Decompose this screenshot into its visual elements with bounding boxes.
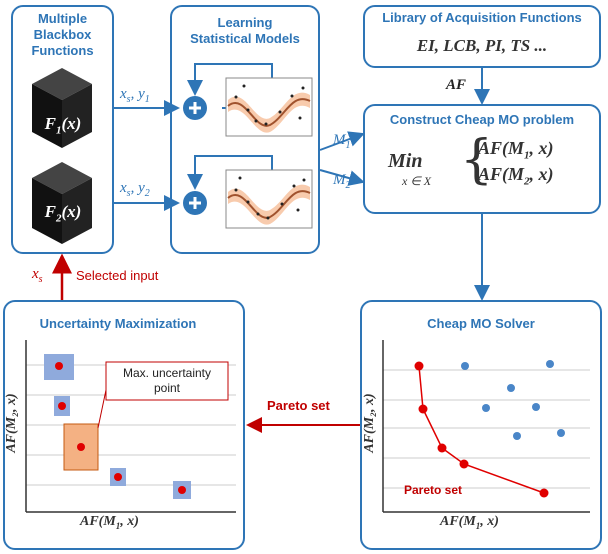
solver-xlabel: AF(M1, x): [440, 514, 499, 531]
uncertainty-plot: [25, 340, 236, 513]
gp-plot-1: [225, 77, 313, 137]
m2-label: M2: [333, 172, 351, 191]
cube-f1-icon: [32, 68, 92, 148]
gp-plot-2: [225, 169, 313, 229]
acquisition-library-panel: [363, 5, 601, 68]
objective-1: AF(M1, x): [478, 138, 554, 162]
xs-left-label: xs: [32, 266, 43, 285]
selected-input-label: Selected input: [76, 268, 159, 283]
af-label: AF: [446, 77, 467, 93]
solver-ylabel: AF(M₂, x): [362, 393, 377, 453]
brace-icon: {: [460, 130, 494, 190]
f1-label: F1(x): [44, 114, 82, 137]
callout-text: Max. uncertainty point: [122, 366, 212, 395]
pareto-set-arrow-label: Pareto set: [267, 398, 330, 413]
uncertainty-xlabel: AF(M1, x): [80, 514, 139, 531]
m1-label: M1: [333, 132, 351, 151]
library-functions: EI, LCB, PI, TS ...: [416, 36, 548, 55]
construct-title: Construct Cheap MO problem: [389, 112, 575, 127]
models-title: Learning Statistical Models: [190, 15, 300, 46]
xs-y1-label: xs, y1: [120, 86, 150, 105]
cheap-mo-solver-panel: [360, 300, 602, 550]
uncertainty-ylabel: AF(M₂, x): [4, 393, 19, 453]
xs-y2-label: xs, y2: [120, 180, 150, 199]
cube-f2-icon: [32, 162, 92, 244]
objective-2: AF(M2, x): [478, 164, 554, 188]
uncertainty-title: Uncertainty Maximization: [39, 316, 197, 331]
construct-mo-panel: [363, 104, 601, 214]
library-title: Library of Acquisition Functions: [382, 10, 582, 25]
min-label: Min: [388, 150, 423, 172]
solver-plot: [382, 340, 590, 513]
solver-title: Cheap MO Solver: [427, 316, 535, 331]
f2-label: F2(x): [44, 202, 82, 225]
constraint-label: x ∈ X: [402, 174, 432, 188]
blackbox-title: Multiple Blackbox Functions: [31, 11, 94, 58]
pareto-set-plot-label: Pareto set: [404, 483, 463, 497]
